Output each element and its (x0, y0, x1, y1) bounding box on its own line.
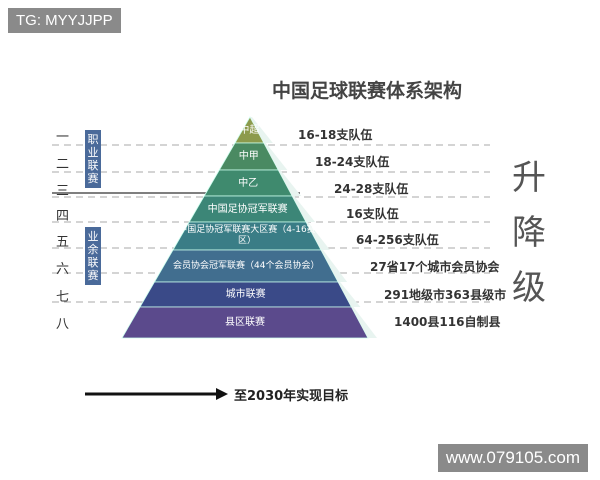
pyramid-edge (338, 282, 361, 307)
layer-label: 城市联赛 (225, 289, 266, 300)
layer-label: 县区联赛 (225, 317, 265, 328)
layer-label: 会员协会冠军联赛（44个会员协会） (173, 260, 320, 271)
team-count: 27省17个城市会员协会 (370, 260, 500, 274)
side-char: 降 (512, 213, 546, 253)
row-number: 六 (56, 262, 70, 277)
pyramid-edge (278, 170, 302, 196)
layer-label: 中国足协冠军联赛 (207, 203, 288, 215)
row-number: 四 (56, 209, 70, 224)
layer-label: 中乙 (238, 177, 259, 189)
watermark-label: TG: MYYJJPP (8, 8, 121, 33)
layer-label: 中国足协冠军联赛大区赛（4-16赛区） (178, 225, 316, 246)
badge-pro: 职业联赛 (85, 130, 101, 188)
team-count: 1400县116自制县 (394, 315, 501, 329)
pyramid-edge (306, 222, 331, 250)
row-number: 七 (56, 290, 70, 305)
pyramid-edge (321, 250, 348, 282)
arrow-head-icon (216, 388, 228, 400)
row-number: 八 (56, 317, 70, 332)
pyramid-edge (263, 143, 288, 170)
team-count: 18-24支队伍 (315, 155, 390, 169)
pyramid-edge (250, 117, 273, 143)
row-number: 一 (56, 130, 70, 145)
badge-amateur: 业余联赛 (85, 227, 101, 285)
row-number: 五 (56, 235, 70, 250)
row-number: 三 (56, 184, 70, 199)
site-label: www.079105.com (437, 444, 588, 472)
team-count: 16支队伍 (346, 207, 399, 221)
goal-text: 至2030年实现目标 (234, 389, 349, 404)
layer-label: 中超 (239, 124, 260, 136)
side-char: 级 (512, 268, 546, 308)
layer-label: 中甲 (238, 151, 259, 162)
team-count: 24-28支队伍 (334, 182, 409, 196)
diagram-title: 中国足球联赛体系架构 (272, 80, 463, 102)
team-count: 291地级市363县级市 (384, 288, 507, 302)
team-count: 64-256支队伍 (356, 233, 439, 247)
team-count: 16-18支队伍 (298, 128, 373, 142)
side-char: 升 (512, 158, 546, 198)
pyramid-edge (351, 307, 377, 338)
pyramid-edge (292, 196, 316, 222)
row-number: 二 (56, 157, 70, 172)
